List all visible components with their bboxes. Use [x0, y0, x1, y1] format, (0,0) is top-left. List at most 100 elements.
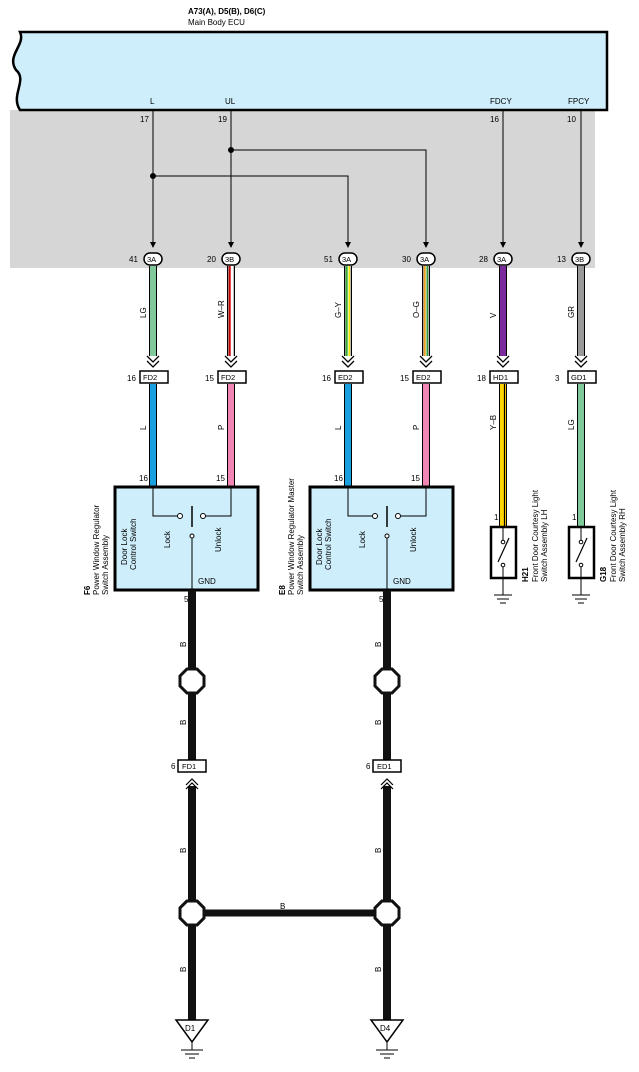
ecu-connector-pin: 13 — [557, 255, 566, 264]
wire-label: P — [412, 425, 421, 430]
wire-v: V — [489, 266, 510, 368]
junction-connector — [217, 370, 247, 384]
ecu-terminal-pin: 16 — [490, 115, 499, 124]
switch-gnd-pin: 5 — [379, 595, 384, 604]
ecu-terminal-pin: 17 — [140, 115, 149, 124]
ecu-terminal-signal: UL — [225, 97, 236, 106]
wire-wr: W–R — [217, 266, 238, 368]
junction-pin: 18 — [477, 374, 486, 383]
ground-point-d4: D4 — [369, 1019, 405, 1059]
connector-pin: 6 — [171, 762, 176, 771]
wire-gy: G–Y — [334, 266, 355, 368]
splice-point — [178, 667, 206, 695]
ecu-connector-id: 3B — [575, 255, 584, 264]
ecu-connector-pill — [338, 252, 358, 266]
ecu-connector-id: 3A — [147, 255, 156, 264]
wire-label: LG — [567, 419, 576, 430]
ecu-connector-pin: 20 — [207, 255, 216, 264]
switch-f6: 16 15 Lock Unlock Door Lock Control Swit… — [83, 474, 260, 604]
junction-id: ED2 — [416, 373, 431, 382]
wire-p: P — [412, 384, 430, 487]
courtesy-pin: 1 — [572, 513, 577, 522]
connector-pin: 6 — [366, 762, 371, 771]
connector-id: FD1 — [182, 762, 196, 771]
junction-id: FD2 — [221, 373, 235, 382]
splice-point — [373, 667, 401, 695]
switch-pin: 15 — [411, 474, 420, 483]
junction-connector — [334, 370, 364, 384]
ecu-terminal-signal: FDCY — [490, 97, 512, 106]
switch-name: Switch Assembly — [101, 535, 110, 595]
wire-label: O–G — [412, 301, 421, 318]
internal-routing — [150, 110, 584, 248]
wire-label: V — [489, 312, 498, 318]
ecu-connector-pill — [493, 252, 513, 266]
ecu-connector-id: 3A — [342, 255, 351, 264]
ecu-connector-id: 3B — [225, 255, 234, 264]
wire-label: L — [139, 425, 148, 430]
ground-wire-labels: B B B B B B B B B — [179, 642, 383, 972]
switch-lock-label: Lock — [163, 530, 172, 548]
courtesy-name: Switch Assembly LH — [540, 509, 549, 582]
switch-pin: 16 — [139, 474, 148, 483]
switch-unlock-label: Unlock — [214, 527, 223, 552]
ecu-name: Main Body ECU — [188, 18, 245, 27]
ecu-terminal-pin: 10 — [567, 115, 576, 124]
switch-gnd-pin: 5 — [184, 595, 189, 604]
switch-name: Switch Assembly — [296, 535, 305, 595]
wire-lg: LG — [567, 384, 585, 527]
wire-label: B — [179, 720, 188, 725]
courtesy-pin: 1 — [494, 513, 499, 522]
wire-label: Y–B — [489, 415, 498, 430]
ecu-terminal-signal: FPCY — [568, 97, 590, 106]
ecu-connector-pill — [143, 252, 163, 266]
ground-connector-ed1: 6 ED1 — [366, 759, 402, 790]
wire-label: LG — [139, 307, 148, 318]
ecu-terminal-signal: L — [150, 97, 155, 106]
wire-label: G–Y — [334, 301, 343, 318]
switch-gnd-label: GND — [198, 577, 216, 586]
junction-id: FD2 — [143, 373, 157, 382]
switch-unlock-label: Unlock — [409, 527, 418, 552]
ground-connector-fd1: 6 FD1 — [171, 759, 207, 790]
courtesy-id: H21 — [521, 567, 530, 582]
upper-wires: LG W–R G–Y O–G V GR — [139, 266, 588, 368]
courtesy-name: Front Door Courtesy Light — [609, 489, 618, 582]
wire-lg: LG — [139, 266, 160, 368]
wire-label: L — [334, 425, 343, 430]
ground-label: D1 — [185, 1024, 196, 1033]
ecu-connector-pill — [416, 252, 436, 266]
switch-inner-label: Door Lock — [120, 528, 129, 565]
shaded-routing-area — [10, 110, 595, 268]
wire-label: W–R — [217, 300, 226, 318]
wire-label: B — [374, 848, 383, 853]
ecu-connector-pill — [571, 252, 591, 266]
wire-l: L — [334, 384, 352, 487]
main-body-ecu: A73(A), D5(B), D6(C) Main Body ECU L UL … — [12, 7, 609, 124]
wire-gr: GR — [567, 266, 588, 368]
ground-point-d1: D1 — [174, 1019, 210, 1059]
wire-p: P — [217, 384, 235, 487]
wire-label: B — [374, 720, 383, 725]
switch-pin: 16 — [334, 474, 343, 483]
wire-label: B — [179, 642, 188, 647]
wire-label: B — [179, 848, 188, 853]
wire-label: B — [374, 967, 383, 972]
ground-label: D4 — [380, 1024, 391, 1033]
switch-lock-label: Lock — [358, 530, 367, 548]
junction-connector — [567, 370, 597, 384]
wire-label: GR — [567, 306, 576, 318]
junction-id: GD1 — [571, 373, 586, 382]
junction-connector — [139, 370, 169, 384]
lower-wires: L P L P Y–B LG — [139, 384, 585, 527]
splice-point — [178, 899, 206, 927]
ecu-connector-pin: 51 — [324, 255, 333, 264]
wire-l: L — [139, 384, 157, 487]
junction-pin: 16 — [127, 374, 136, 383]
junction-pin: 15 — [400, 374, 409, 383]
switch-inner-label: Control Switch — [129, 518, 138, 570]
wire-og: O–G — [412, 266, 433, 368]
junction-pin: 16 — [322, 374, 331, 383]
